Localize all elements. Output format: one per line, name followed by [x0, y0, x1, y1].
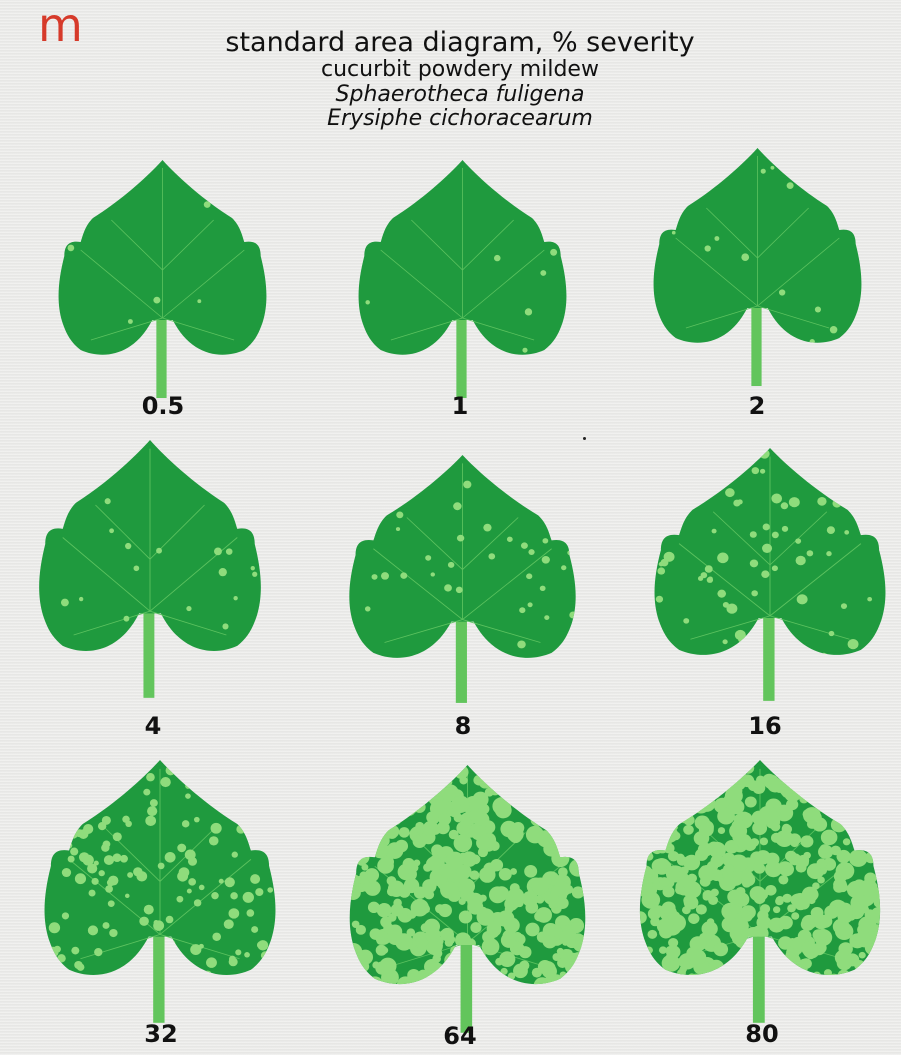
leaf-panel [645, 448, 895, 703]
leaf-petiole [753, 926, 765, 1023]
severity-label: 32 [36, 1020, 286, 1048]
severity-label: 64 [335, 1022, 585, 1050]
species-name-2: Erysiphe cichoracearum [150, 107, 770, 132]
leaf-panel [35, 760, 285, 1025]
leaf-diagram [340, 455, 585, 705]
severity-label: 4 [28, 712, 278, 740]
leaf-petiole [156, 310, 166, 398]
leaf-panel [350, 160, 575, 400]
leaf-diagram [630, 760, 890, 1025]
figure-subtitle: cucurbit powdery mildew [150, 58, 770, 83]
severity-label: 1 [335, 392, 585, 420]
leaf-panel [50, 160, 275, 400]
figure-title: standard area diagram, % severity [150, 28, 770, 58]
leaf-diagram [350, 160, 575, 400]
leaf-petiole [456, 310, 466, 398]
leaf-petiole [763, 607, 774, 701]
severity-label: 8 [338, 712, 588, 740]
leaf-petiole [456, 611, 467, 703]
leaf-panel [30, 440, 270, 700]
severity-label: 80 [637, 1020, 887, 1048]
leaf-diagram [645, 148, 870, 388]
leaf-panel [645, 148, 870, 388]
species-name-1: Sphaerotheca fuligena [150, 83, 770, 108]
severity-label: 16 [640, 712, 890, 740]
panel-letter: m [38, 2, 83, 48]
leaf-diagram [30, 440, 270, 700]
leaf-diagram [50, 160, 275, 400]
leaf-diagram [645, 448, 895, 703]
leaf-diagram [340, 765, 595, 1035]
stray-dot [583, 437, 586, 440]
leaf-petiole [751, 298, 761, 386]
leaf-petiole [153, 926, 164, 1023]
severity-label: 2 [632, 392, 882, 420]
leaf-panel [630, 760, 890, 1025]
leaf-panel [340, 455, 585, 705]
leaf-panel [340, 765, 595, 1035]
leaf-petiole [461, 934, 473, 1033]
leaf-petiole [143, 603, 154, 698]
severity-label: 0.5 [38, 392, 288, 420]
figure-title-block: standard area diagram, % severity cucurb… [150, 28, 770, 132]
leaf-diagram [35, 760, 285, 1025]
